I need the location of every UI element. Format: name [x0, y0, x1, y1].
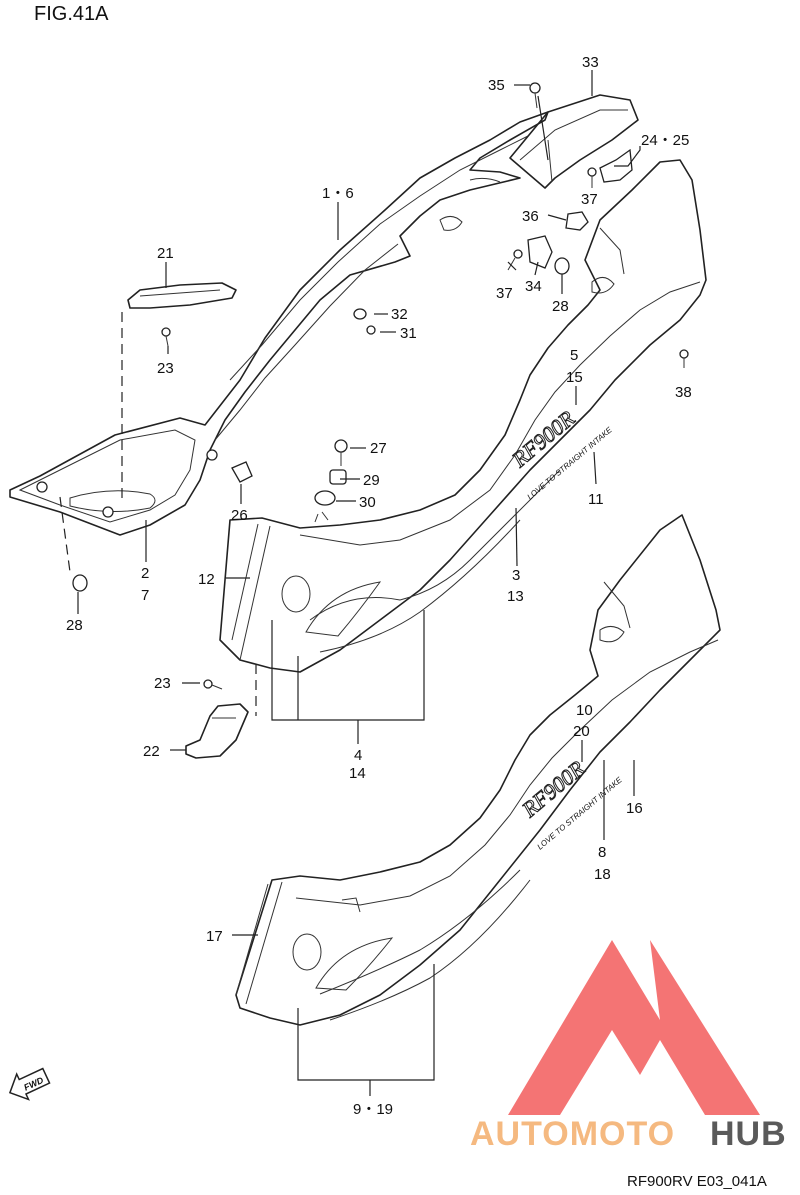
callout-28-upper: 28	[552, 298, 569, 315]
leader-lines	[59, 70, 641, 1096]
hardware	[72, 82, 689, 690]
figure-code: RF900RV E03_041A	[627, 1173, 767, 1190]
rear-cowl-cap-33	[509, 94, 639, 189]
callout-11: 11	[588, 491, 604, 508]
callout-32: 32	[391, 306, 408, 323]
callout-12: 12	[198, 571, 215, 588]
watermark-text-2: HUB	[710, 1115, 787, 1153]
callout-26: 26	[231, 507, 248, 524]
callout-28-lower: 28	[66, 617, 83, 634]
bracket-21	[127, 282, 237, 309]
callout-29: 29	[363, 472, 380, 489]
callout-4: 4	[354, 747, 362, 764]
callout-13: 13	[507, 588, 524, 605]
watermark-text-1: AUTOMOTO	[470, 1115, 675, 1153]
fwd-arrow-icon: FWD	[8, 1067, 51, 1101]
callout-35: 35	[488, 77, 505, 94]
callout-15: 15	[566, 369, 583, 386]
callout-10: 10	[576, 702, 593, 719]
callout-38: 38	[675, 384, 692, 401]
callout-14: 14	[349, 765, 366, 782]
callout-33: 33	[582, 54, 599, 71]
callout-37-lower: 37	[496, 285, 513, 302]
bracket-22	[185, 703, 249, 759]
callout-7: 7	[141, 587, 149, 604]
callout-36: 36	[522, 208, 539, 225]
seat-tail-frame	[9, 111, 549, 536]
callout-8: 8	[598, 844, 606, 861]
callout-22: 22	[143, 743, 160, 760]
callout-30: 30	[359, 494, 376, 511]
callout-1-6: 1・6	[322, 185, 354, 202]
callout-16: 16	[626, 800, 643, 817]
callout-37-upper: 37	[581, 191, 598, 208]
callout-24-25: 24・25	[641, 132, 689, 149]
callout-5: 5	[570, 347, 578, 364]
callout-27: 27	[370, 440, 387, 457]
callout-23-upper: 23	[157, 360, 174, 377]
right-side-cover	[219, 159, 707, 673]
callout-2: 2	[141, 565, 149, 582]
callout-9-19: 9・19	[353, 1101, 393, 1118]
callout-17: 17	[206, 928, 223, 945]
watermark-logo: AUTOMOTO HUB	[470, 940, 787, 1153]
figure-title: FIG.41A	[34, 3, 109, 25]
lower-decal: RF900R LOVE TO STRAIGHT INTAKE	[516, 755, 624, 852]
callout-3: 3	[512, 567, 520, 584]
callout-31: 31	[400, 325, 417, 342]
callout-23-lower: 23	[154, 675, 171, 692]
callout-18: 18	[594, 866, 611, 883]
callout-34: 34	[525, 278, 542, 295]
watermark-triangle-icon	[508, 940, 760, 1115]
upper-decal: RF900R LOVE TO STRAIGHT INTAKE	[506, 405, 614, 502]
callout-labels: 33 35 24・25 1・6 37 36 37 34 28 21 32 31 …	[66, 54, 692, 1118]
left-side-cover	[235, 514, 721, 1026]
callout-21: 21	[157, 245, 174, 262]
callout-20: 20	[573, 723, 590, 740]
